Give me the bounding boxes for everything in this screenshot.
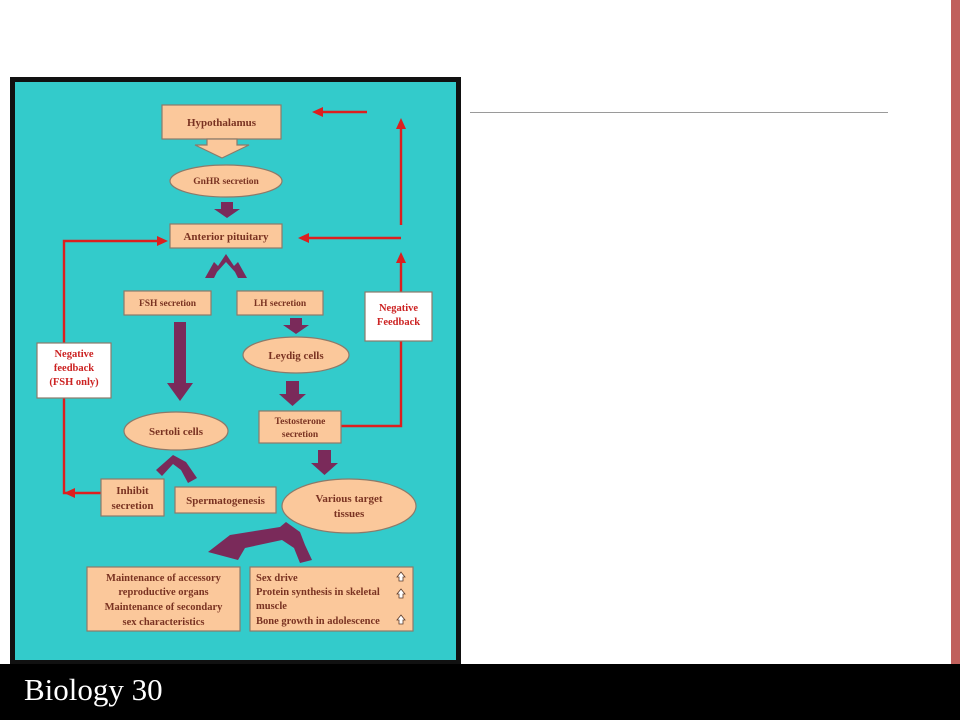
leydig-node: Leydig cells [242, 336, 350, 374]
increase-arrow-icon [396, 571, 406, 582]
arrowhead [64, 488, 75, 498]
accessory-node: Maintenance of accessory reproductive or… [86, 566, 241, 632]
effects-line-1: Sex drive [256, 573, 298, 584]
feedback-line-right-lower [341, 262, 403, 428]
negative-feedback-label-2: Feedback [377, 317, 420, 328]
spermatogenesis-rect [174, 486, 277, 514]
sertoli-ellipse [123, 411, 229, 451]
arrowhead [298, 233, 309, 243]
fsh-rect [123, 290, 212, 316]
targets-label-1: Various target [315, 493, 382, 505]
arrow-fsh-to-sertoli [167, 322, 193, 401]
leydig-ellipse [242, 336, 350, 374]
negative-feedback-fsh-label-2: feedback [54, 363, 94, 374]
targets-ellipse [281, 478, 417, 534]
course-title: Biology 30 [24, 672, 163, 707]
accessory-line-3: Maintenance of secondary [105, 602, 224, 613]
inhibit-label-1: Inhibit [116, 485, 149, 497]
lh-node: LH secretion [236, 290, 324, 316]
anterior-pituitary-node: Anterior pituitary [169, 223, 283, 249]
fsh-node: FSH secretion [123, 290, 212, 316]
targets-node: Various target tissues [281, 478, 417, 534]
hypothalamus-arrow [194, 138, 250, 159]
leydig-label: Leydig cells [268, 350, 324, 362]
effects-line-3: muscle [256, 601, 287, 612]
accessory-line-4: sex characteristics [123, 617, 205, 628]
inhibit-label-2: secretion [112, 500, 154, 512]
lh-rect [236, 290, 324, 316]
accessory-rect [86, 566, 241, 632]
negative-feedback-node: Negative Feedback [364, 291, 433, 342]
negative-feedback-fsh-rect [36, 342, 112, 399]
feedback-arrows [62, 107, 406, 498]
arrowhead [396, 252, 406, 263]
arrowhead [157, 236, 168, 246]
arrowhead [396, 118, 406, 129]
arrow-sertoli-split [156, 455, 197, 483]
hypothalamus-label: Hypothalamus [187, 117, 257, 129]
accent-stripe [951, 0, 960, 664]
targets-label-2: tissues [334, 508, 365, 520]
testosterone-label-1: Testosterone [275, 417, 326, 427]
effects-node: Sex drive Protein synthesis in skeletal … [249, 566, 414, 632]
arrow-gnhr-to-pituitary [214, 202, 240, 218]
inhibit-node: Inhibit secretion [100, 478, 165, 517]
sertoli-label: Sertoli cells [149, 426, 204, 438]
testosterone-label-2: secretion [282, 430, 319, 440]
testosterone-node: Testosterone secretion [258, 410, 342, 444]
effects-line-2: Protein synthesis in skeletal [256, 587, 380, 598]
spermatogenesis-label: Spermatogenesis [186, 495, 266, 507]
sertoli-node: Sertoli cells [123, 411, 229, 451]
hypothalamus-box: Hypothalamus [161, 104, 282, 159]
arrow-lh-to-leydig [283, 318, 309, 334]
arrow-testosterone-to-targets [311, 450, 338, 475]
arrowhead [312, 107, 323, 117]
lh-label: LH secretion [254, 299, 307, 309]
gnhr-ellipse [169, 164, 283, 198]
accessory-line-2: reproductive organs [118, 587, 208, 598]
negative-feedback-fsh-label-1: Negative [54, 349, 93, 360]
negative-feedback-fsh-node: Negative feedback (FSH only) [36, 342, 112, 399]
testosterone-rect [258, 410, 342, 444]
effects-line-4: Bone growth in adolescence [256, 616, 380, 627]
flow-arrows [156, 202, 338, 563]
increase-arrow-icon [396, 588, 406, 599]
inhibit-rect [100, 478, 165, 517]
spermatogenesis-node: Spermatogenesis [174, 486, 277, 514]
negative-feedback-rect [364, 291, 433, 342]
hypothalamus-rect [161, 104, 282, 140]
increase-arrow-icon [396, 614, 406, 625]
fsh-label: FSH secretion [139, 299, 197, 309]
accessory-line-1: Maintenance of accessory [106, 573, 222, 584]
arrow-leydig-to-testosterone [279, 381, 306, 406]
anterior-pituitary-rect [169, 223, 283, 249]
negative-feedback-label-1: Negative [379, 303, 418, 314]
footer-bar [0, 664, 960, 720]
title-rule [470, 112, 888, 113]
anterior-pituitary-label: Anterior pituitary [183, 231, 269, 243]
gnhr-node: GnHR secretion [169, 164, 283, 198]
gnhr-label: GnHR secretion [193, 177, 259, 187]
arrow-targets-split [208, 522, 312, 563]
effects-rect [249, 566, 414, 632]
negative-feedback-fsh-label-3: (FSH only) [49, 377, 99, 388]
arrow-pituitary-split [205, 254, 247, 278]
